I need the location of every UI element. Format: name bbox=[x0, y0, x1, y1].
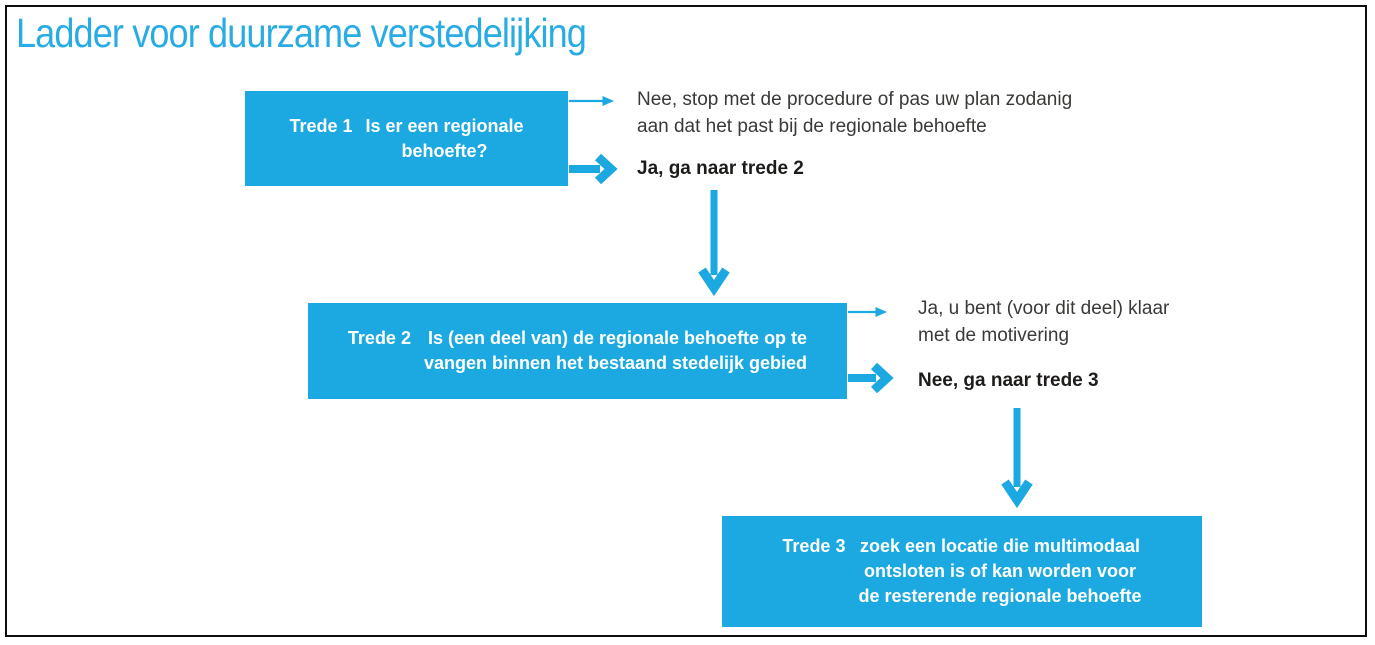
trede-2-box: Trede 2 Is (een deel van) de regionale b… bbox=[308, 303, 847, 399]
step2-yes-thin-arrow-right-icon bbox=[848, 304, 887, 320]
step1-down-arrow-icon bbox=[697, 190, 731, 296]
step1-stop-outcome-text: Nee, stop met de procedure of pas uw pla… bbox=[637, 89, 1073, 137]
trede-1-content: Trede 1 Is er een regionale behoefte? bbox=[289, 114, 523, 164]
step1-next-outcome-text: Ja, ga naar trede 2 bbox=[637, 158, 804, 179]
trede-1-question: Is er een regionale behoefte? bbox=[365, 115, 524, 161]
trede-1-label: Trede 1 bbox=[289, 115, 353, 136]
trede-1-box: Trede 1 Is er een regionale behoefte? bbox=[245, 91, 568, 186]
step2-done-outcome-text: Ja, u bent (voor dit deel) klaar met de … bbox=[918, 298, 1170, 346]
diagram-title: Ladder voor duurzame verstedelijking bbox=[16, 10, 587, 56]
step2-no-thick-arrow-right-icon bbox=[848, 361, 895, 395]
trede-2-content: Trede 2 Is (een deel van) de regionale b… bbox=[348, 326, 807, 376]
step1-no-thin-arrow-right-icon bbox=[569, 93, 614, 109]
step1-yes-thick-arrow-right-icon bbox=[569, 152, 619, 186]
step2-down-arrow-icon bbox=[1000, 408, 1034, 508]
trede-2-label: Trede 2 bbox=[347, 328, 411, 348]
step2-next-outcome-text: Nee, ga naar trede 3 bbox=[918, 370, 1099, 391]
trede-3-box: Trede 3 zoek een locatie die multimodaal… bbox=[722, 516, 1202, 627]
trede-3-question: zoek een locatie die multimodaal ontslot… bbox=[858, 536, 1142, 606]
trede-3-content: Trede 3 zoek een locatie die multimodaal… bbox=[782, 534, 1141, 609]
trede-3-label: Trede 3 bbox=[782, 536, 846, 556]
trede-2-question: Is (een deel van) de regionale behoefte … bbox=[423, 328, 808, 373]
